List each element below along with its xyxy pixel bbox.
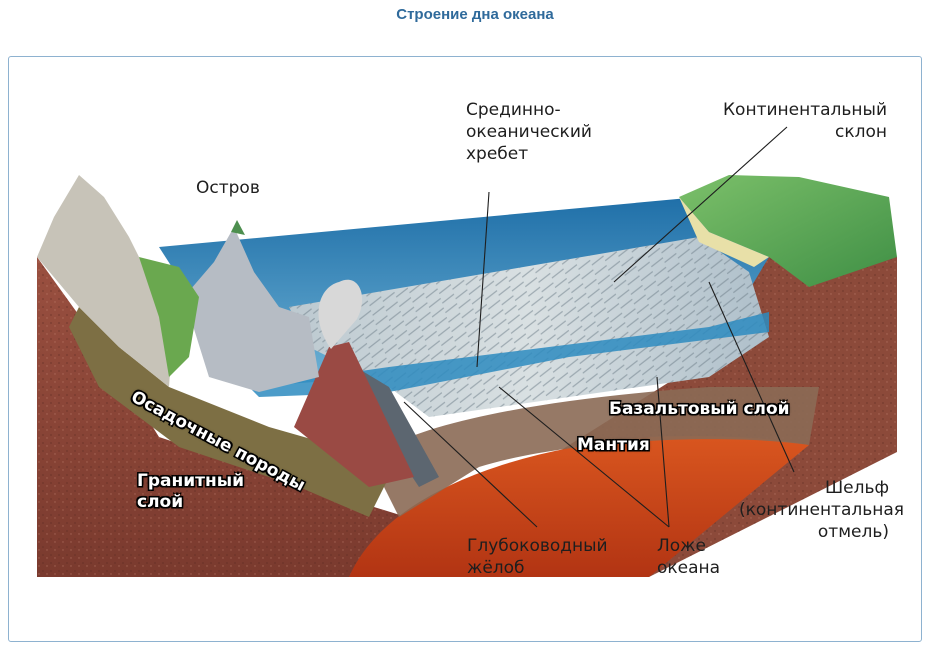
ocean-floor-label: Ложе океана xyxy=(657,536,721,578)
page-title: Строение дна океана xyxy=(396,6,554,23)
diagram-frame: Остров Срединно- океанический хребет Кон… xyxy=(8,56,922,642)
granite-label: Гранитный слой xyxy=(137,471,245,512)
trench-leader xyxy=(403,401,538,528)
water-front xyxy=(249,312,769,397)
basalt-layer xyxy=(369,387,819,517)
mantle-label: Мантия xyxy=(577,435,650,455)
floor-leader-1 xyxy=(656,376,670,528)
island-mountains xyxy=(184,227,319,392)
floor-leader-2 xyxy=(498,386,670,528)
left-mountains xyxy=(37,175,174,387)
trench-label: Глубоководный жёлоб xyxy=(467,536,608,578)
continent-top xyxy=(679,175,897,287)
ocean-floor-illustration xyxy=(37,126,897,577)
sediment-layer xyxy=(69,307,389,517)
basalt-label: Базальтовый слой xyxy=(609,399,790,419)
mantle-layer xyxy=(349,436,809,577)
ridge-leader xyxy=(476,191,490,368)
ridge-label: Срединно- океанический хребет xyxy=(466,100,592,164)
slope-leader xyxy=(613,126,788,283)
shelf-leader xyxy=(708,281,795,473)
slope-label: Континентальный склон xyxy=(722,100,887,142)
shelf-label: Шельф (континентальная отмель) xyxy=(739,478,905,542)
volcano xyxy=(294,342,414,487)
island-label: Остров xyxy=(196,178,260,198)
